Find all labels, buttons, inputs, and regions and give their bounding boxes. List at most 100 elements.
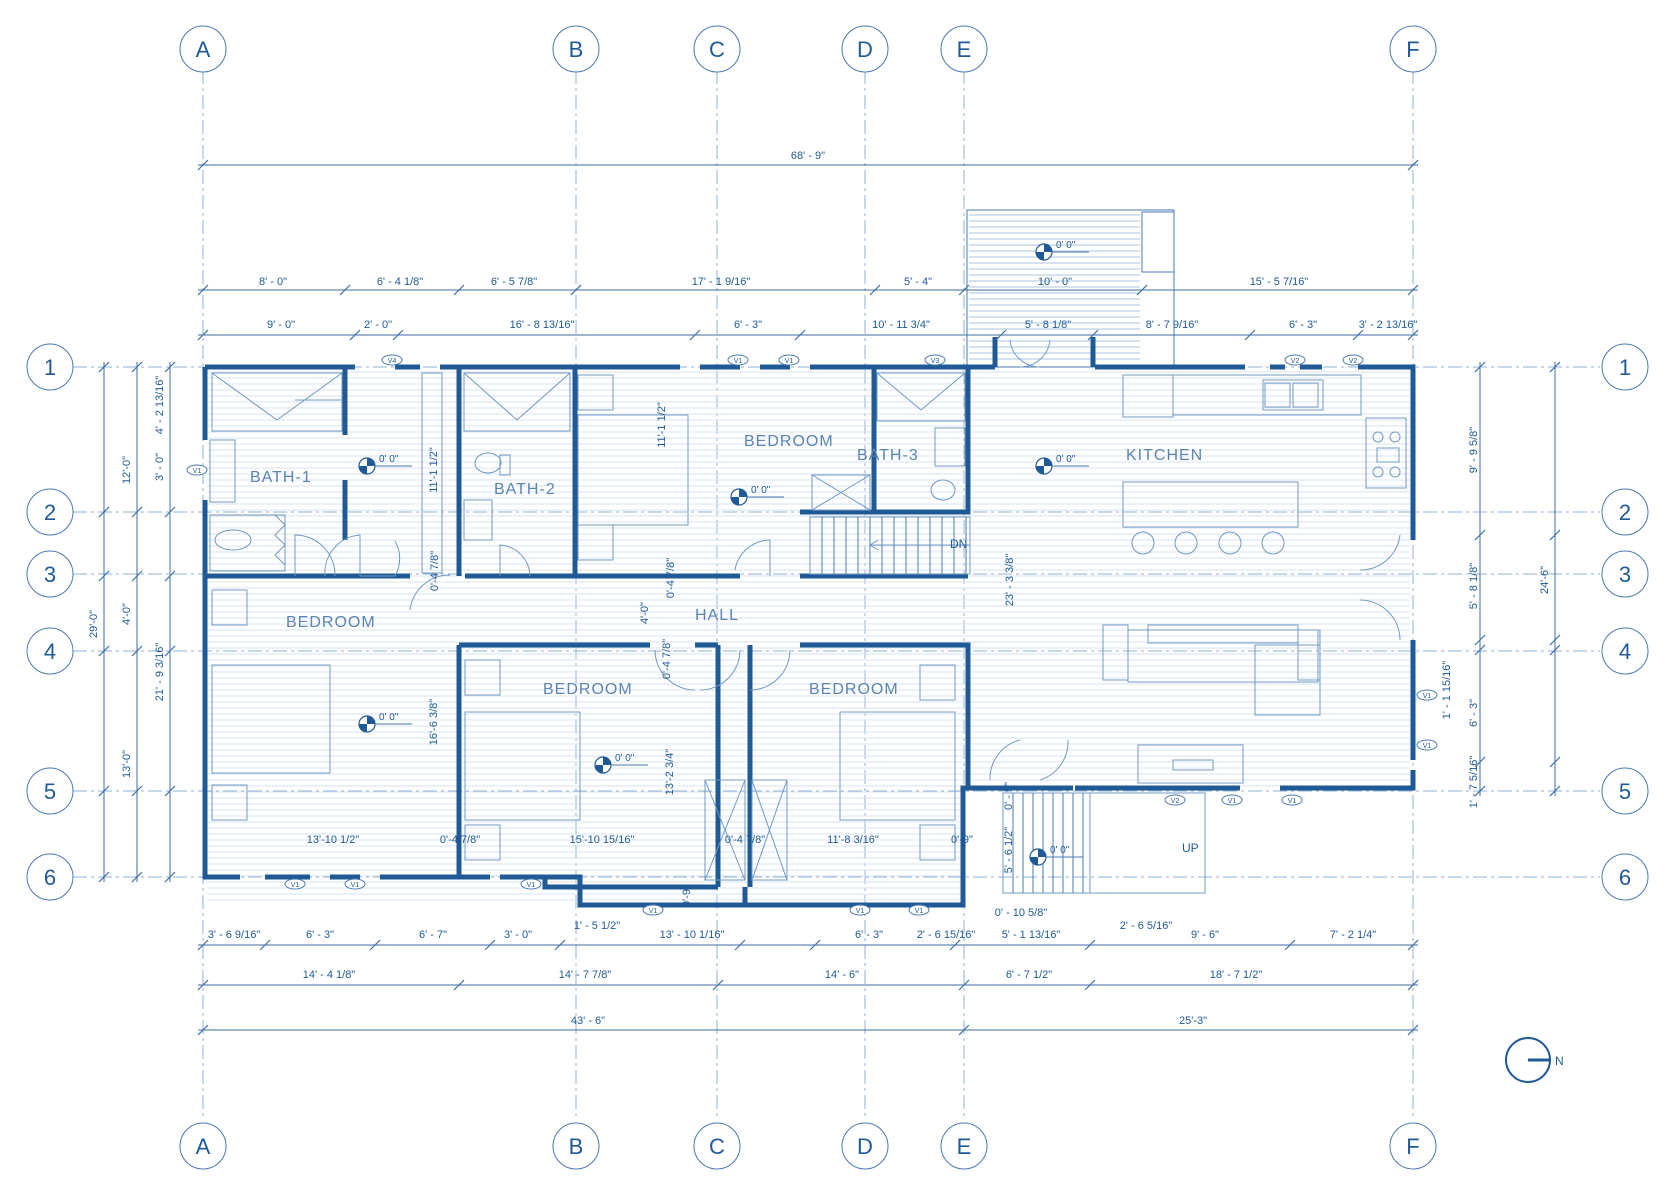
dim-right-5: 1' - 7 5/16" (1468, 756, 1480, 809)
svg-text:1: 1 (44, 355, 56, 380)
dim-top-10: 16' - 8 13/16" (510, 319, 575, 331)
dim-right-3: 1' - 1 15/16" (1441, 661, 1453, 720)
grid-bubble-a-top: A (179, 25, 227, 73)
dim-left-4: 4' - 2 13/16" (154, 376, 166, 435)
svg-text:C: C (709, 37, 725, 62)
dim-right-overall: 24'-6" (1539, 566, 1551, 594)
window-tag-label: V1 (527, 882, 536, 889)
dimension-tick (197, 979, 209, 991)
dim-bottom-16: 14' - 6" (825, 969, 859, 981)
dim-left-1: 12'-0" (121, 456, 133, 484)
grid-bubble-2-right: 2 (1601, 488, 1649, 536)
dimension-tick (164, 570, 176, 582)
svg-text:F: F (1406, 37, 1419, 62)
window-tag-shape (1164, 794, 1186, 806)
elevation-marker-label: 0' 0" (379, 712, 399, 723)
grid-bubble-3-right: 3 (1601, 550, 1649, 598)
dimension-tick (98, 645, 110, 657)
grid-bubble-5-left: 5 (26, 767, 74, 815)
elevation-marker-fill (1030, 849, 1046, 865)
window-tag: V3 (924, 354, 946, 366)
dimension-tick (453, 979, 465, 991)
dim-bottom-6: 13' - 10 1/16" (660, 929, 725, 941)
dim-right-2: 5' - 8 1/8" (1468, 563, 1480, 609)
window-tag-shape (924, 354, 946, 366)
dimension-tick (197, 939, 209, 951)
dimension-tick (197, 329, 209, 341)
dimension-tick (1474, 361, 1486, 373)
dimension-tick (1549, 644, 1561, 656)
dimension-tick (995, 329, 1007, 341)
window-tag-label: V2 (1349, 358, 1358, 365)
dimension-tick (1084, 939, 1096, 951)
window-tag-label: V1 (1423, 693, 1432, 700)
dim-bottom-8: 2' - 6 15/16" (917, 929, 976, 941)
dimension-tick (1407, 284, 1419, 296)
dimension-tick (1407, 979, 1419, 991)
dimension-tick (98, 570, 110, 582)
window-tag-shape (1416, 739, 1438, 751)
window-tag-shape (1281, 794, 1303, 806)
floor-hatch (207, 371, 1410, 901)
dim-int-13: 11'-8 3/16" (827, 834, 879, 846)
dim-int-14: 0'-9" (951, 834, 973, 846)
dim-int-9: 0'-4 7/8" (440, 834, 480, 846)
window-tag: V2 (1164, 794, 1186, 806)
window-tag: V1 (520, 878, 542, 890)
dimension-tick (131, 570, 143, 582)
dimension-tick (164, 645, 176, 657)
svg-text:6: 6 (1619, 865, 1631, 890)
dimension-tick (259, 939, 271, 951)
window-tag-shape (284, 878, 306, 890)
grid-bubble-5-right: 5 (1601, 767, 1649, 815)
svg-text:3: 3 (1619, 562, 1631, 587)
dimension-tick (1549, 756, 1561, 768)
dimension-tick (98, 361, 110, 373)
dimension-tick (554, 939, 566, 951)
dimension-tick (1474, 785, 1486, 797)
room-label-bedroom-ne: BEDROOM (744, 433, 834, 450)
window-tag-shape (908, 904, 930, 916)
dimension-tick (1549, 634, 1561, 646)
elevation-marker-label: 0' 0" (1056, 240, 1076, 251)
window-tag-label: V1 (649, 908, 658, 915)
dimension-tick (164, 506, 176, 518)
dim-top-13: 5' - 8 1/8" (1025, 319, 1071, 331)
room-label-bath-2: BATH-2 (494, 481, 556, 498)
room-label-bedroom-w: BEDROOM (286, 614, 376, 631)
dimension-lines (98, 159, 1561, 1036)
svg-text:2: 2 (44, 500, 56, 525)
dim-bottom-5: 1' - 5 1/2" (574, 920, 620, 932)
dimension-tick (734, 939, 746, 951)
dimension-tick (958, 284, 970, 296)
window-tag: V2 (1284, 354, 1306, 366)
dim-bottom-1: 3' - 6 9/16" (208, 929, 261, 941)
window-tag-shape (381, 354, 403, 366)
dim-top-3: 6' - 5 7/8" (491, 276, 537, 288)
dimension-tick (339, 284, 351, 296)
dimension-tick (1284, 939, 1296, 951)
dimension-tick (131, 645, 143, 657)
window-tag: V2 (1342, 354, 1364, 366)
svg-text:6: 6 (44, 865, 56, 890)
window-tag-label: V1 (1423, 743, 1432, 750)
dim-int-12: 0'-4 7/8" (725, 834, 765, 846)
dim-top-7: 15' - 5 7/16" (1250, 276, 1309, 288)
dim-left-6: 21' - 9 3/16" (154, 643, 166, 702)
dim-bottom-4: 3' - 0" (504, 929, 532, 941)
svg-text:1: 1 (1619, 355, 1631, 380)
dimension-tick (949, 939, 961, 951)
window-tag-label: V4 (388, 358, 397, 365)
svg-text:D: D (857, 37, 873, 62)
grid-bubble-d-bottom: D (841, 1122, 889, 1170)
room-label-bath-3: BATH-3 (857, 447, 919, 464)
svg-text:E: E (957, 1134, 972, 1159)
elevation-markers: 0' 0"0' 0"0' 0"0' 0"0' 0"0' 0"0' 0" (358, 240, 1089, 866)
dimension-tick (1084, 979, 1096, 991)
svg-text:D: D (857, 1134, 873, 1159)
room-label-hall: HALL (695, 607, 739, 624)
dimension-tick (164, 871, 176, 883)
window-tag-shape (778, 354, 800, 366)
dimension-tick (131, 361, 143, 373)
